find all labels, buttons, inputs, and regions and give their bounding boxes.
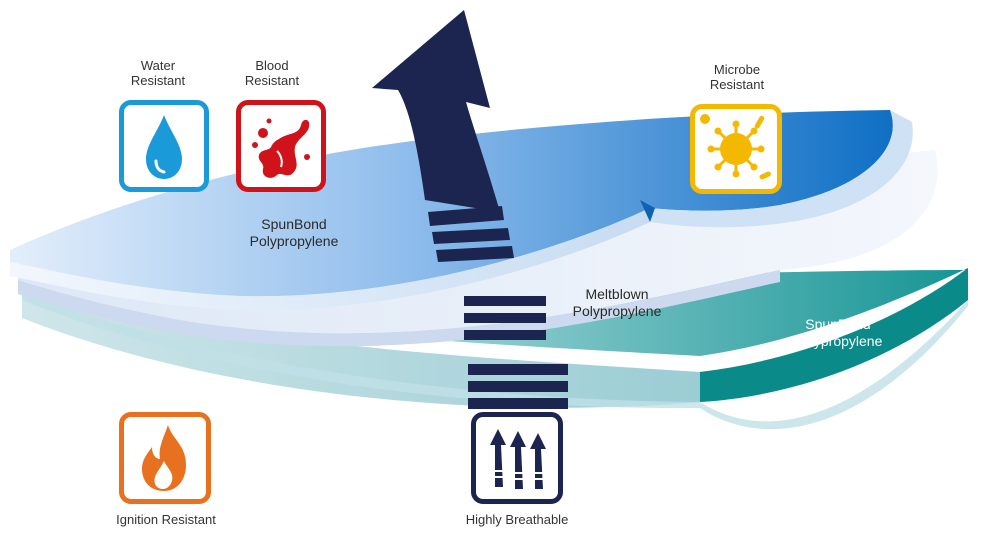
flame-icon xyxy=(119,412,211,504)
bottom-layer-label: SpunBond Polypropylene xyxy=(793,316,883,349)
blood-resistant-label: Blood Resistant xyxy=(244,58,300,88)
blood-splatter-icon xyxy=(236,100,326,192)
ignition-resistant-label: Ignition Resistant xyxy=(116,512,216,527)
middle-layer-label: Meltblown Polypropylene xyxy=(572,286,662,319)
water-drop-icon xyxy=(119,100,209,192)
breathable-arrows-icon xyxy=(471,412,563,504)
water-resistant-label: Water Resistant xyxy=(130,58,186,88)
microbe-resistant-label: Microbe Resistant xyxy=(709,62,765,92)
microbe-icon xyxy=(690,104,782,194)
airflow-arrow xyxy=(372,10,568,409)
highly-breathable-label: Highly Breathable xyxy=(465,512,569,527)
top-layer-label: SpunBond Polypropylene xyxy=(249,216,339,249)
